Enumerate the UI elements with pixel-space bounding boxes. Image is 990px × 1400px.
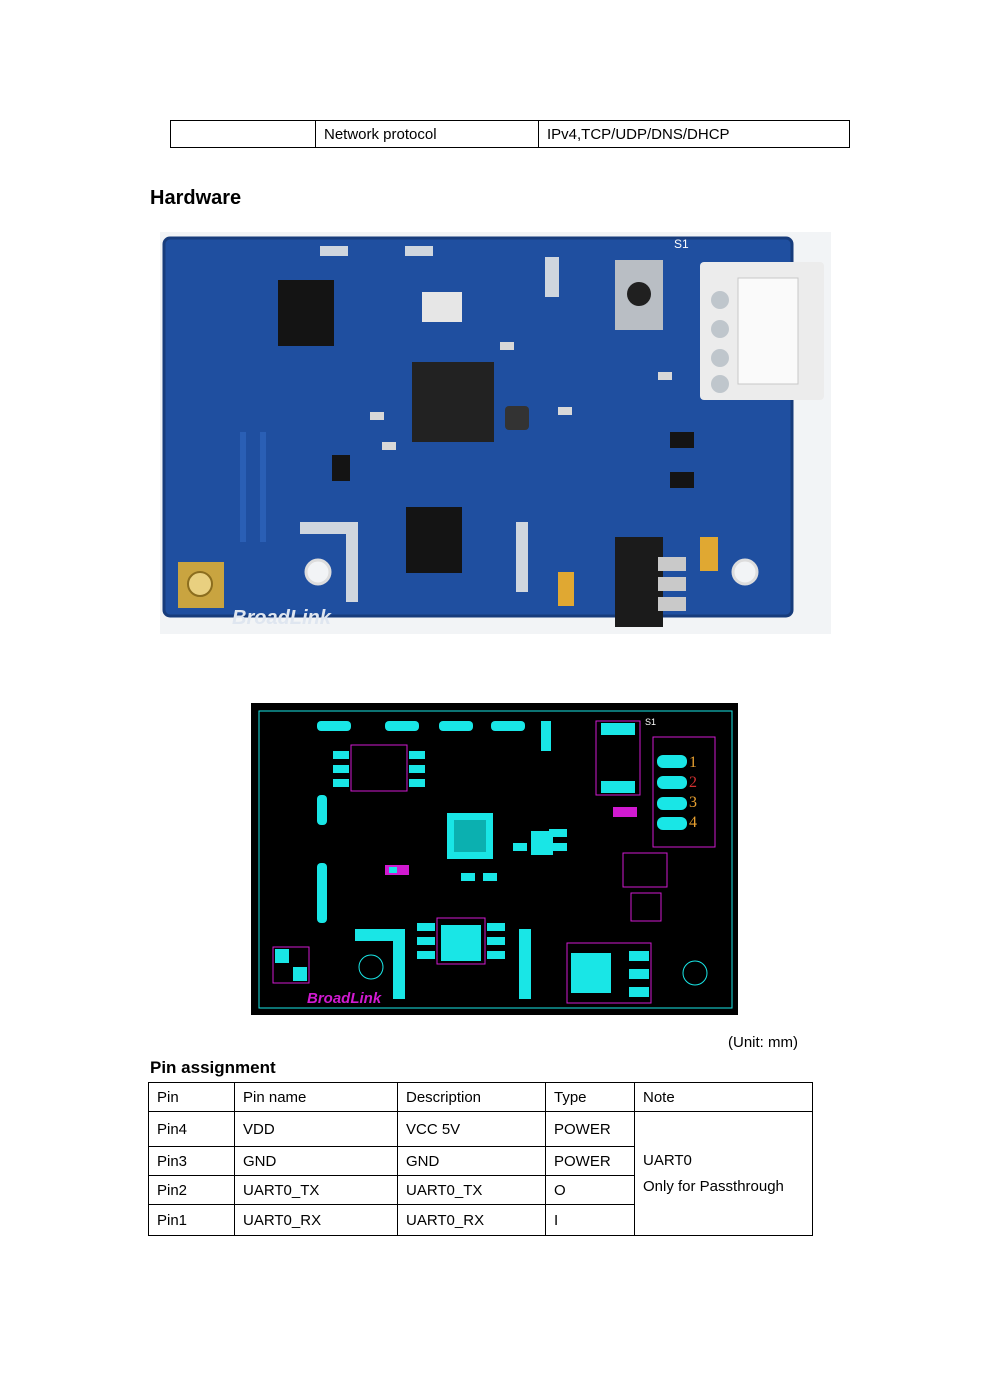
- column-header: Pin name: [234, 1082, 398, 1112]
- pin-cell: Pin4: [148, 1111, 235, 1147]
- table-header-row: Pin Pin name Description Type Note: [148, 1082, 813, 1112]
- type-cell: POWER: [545, 1146, 635, 1176]
- hardware-heading: Hardware: [150, 187, 242, 209]
- pin-cell: Pin1: [148, 1204, 235, 1236]
- pin-name-cell: GND: [234, 1146, 398, 1176]
- type-cell: I: [545, 1204, 635, 1236]
- pin-name-cell: UART0_RX: [234, 1204, 398, 1236]
- description-cell: GND: [397, 1146, 546, 1176]
- table-row: Pin3 GND GND POWER: [148, 1146, 813, 1176]
- note-cell: UART0 Only for Passthrough: [634, 1111, 813, 1236]
- pcb-photo-s1: S1: [674, 237, 689, 251]
- spec-blank-cell: [170, 120, 316, 148]
- table-row: Pin4 VDD VCC 5V POWER UART0 Only for Pas…: [148, 1111, 813, 1236]
- description-cell: VCC 5V: [397, 1111, 546, 1147]
- pcb-pin-number: 4: [689, 814, 697, 831]
- unit-note: (Unit: mm): [728, 1034, 798, 1051]
- table-row: Network protocol IPv4,TCP/UDP/DNS/DHCP: [170, 120, 850, 148]
- pcb-layout-diagram: S1 1 2 3 4 Broad: [251, 703, 738, 1015]
- pin-assignment-heading: Pin assignment: [150, 1058, 276, 1077]
- pcb-pin-number: 1: [689, 754, 697, 771]
- description-cell: UART0_TX: [397, 1175, 546, 1205]
- pcb-pin-number: 3: [689, 794, 697, 811]
- pin-name-cell: VDD: [234, 1111, 398, 1147]
- pcb-photo: S1 BroadLink: [160, 232, 831, 634]
- note-line: UART0: [643, 1151, 692, 1169]
- pcb-layout-s1: S1: [645, 717, 656, 727]
- column-header: Note: [634, 1082, 813, 1112]
- pcb-photo-brand: BroadLink: [232, 607, 332, 629]
- spec-label-cell: Network protocol: [315, 120, 539, 148]
- spec-value-cell: IPv4,TCP/UDP/DNS/DHCP: [538, 120, 850, 148]
- pcb-layout-brand: BroadLink: [307, 990, 382, 1007]
- column-header: Description: [397, 1082, 546, 1112]
- pin-cell: Pin3: [148, 1146, 235, 1176]
- pin-assignment-table: Pin Pin name Description Type Note Pin4 …: [148, 1082, 813, 1236]
- column-header: Type: [545, 1082, 635, 1112]
- table-row: Pin2 UART0_TX UART0_TX O: [148, 1175, 813, 1205]
- pcb-pin-number: 2: [689, 774, 697, 791]
- description-cell: UART0_RX: [397, 1204, 546, 1236]
- note-line: Only for Passthrough: [643, 1177, 784, 1195]
- spec-table: Network protocol IPv4,TCP/UDP/DNS/DHCP: [170, 120, 850, 148]
- pin-cell: Pin2: [148, 1175, 235, 1205]
- type-cell: O: [545, 1175, 635, 1205]
- pin-name-cell: UART0_TX: [234, 1175, 398, 1205]
- column-header: Pin: [148, 1082, 235, 1112]
- type-cell: POWER: [545, 1111, 635, 1147]
- table-row: Pin1 UART0_RX UART0_RX I: [148, 1204, 813, 1236]
